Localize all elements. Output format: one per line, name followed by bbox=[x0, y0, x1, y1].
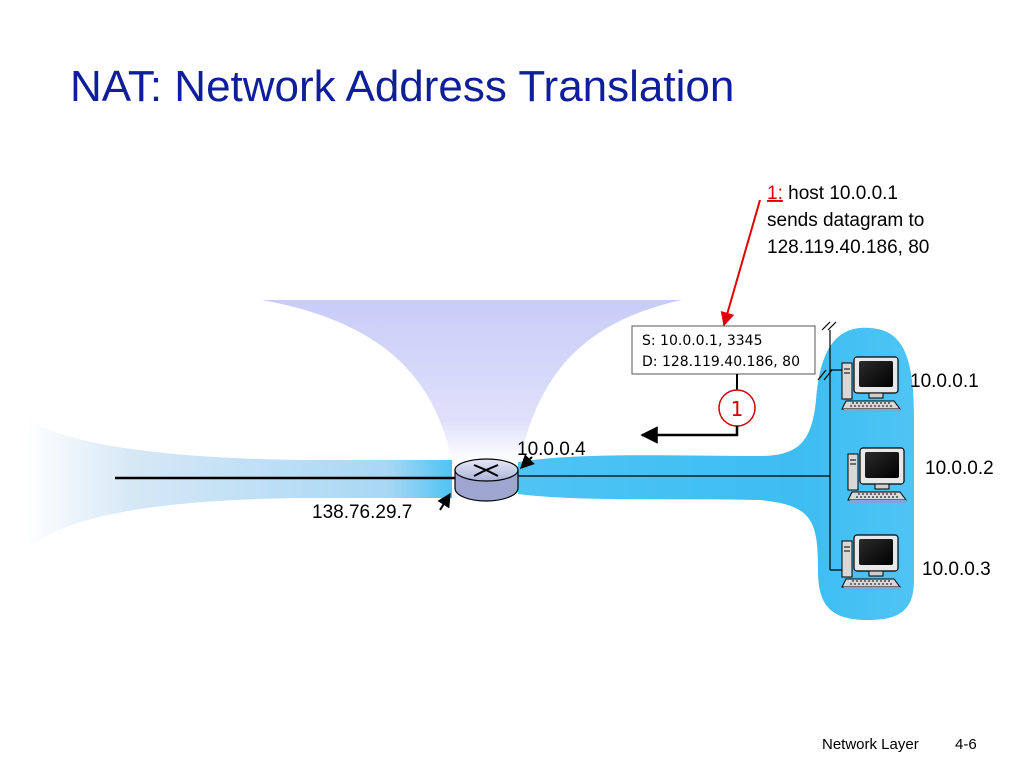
internet-funnel bbox=[262, 300, 682, 462]
slide-title: NAT: Network Address Translation bbox=[70, 62, 735, 111]
host-2-address: 10.0.0.2 bbox=[925, 458, 994, 479]
router-arrows-icon bbox=[473, 464, 499, 477]
datagram-destination: D: 128.119.40.186, 80 bbox=[642, 354, 800, 370]
step-1-number: 1 bbox=[731, 397, 744, 421]
footer-section: Network Layer bbox=[822, 736, 919, 753]
annotation-line-1: 1: host 10.0.0.1 bbox=[767, 183, 898, 204]
wan-cloud bbox=[24, 420, 452, 548]
datagram-box bbox=[631, 325, 816, 375]
wire-break-marks bbox=[817, 321, 837, 381]
annotation-arrow bbox=[720, 199, 761, 327]
nat-router bbox=[454, 458, 519, 502]
host-3-address: 10.0.0.3 bbox=[922, 559, 991, 580]
datagram-source: S: 10.0.0.1, 3345 bbox=[642, 333, 762, 349]
annotation-step-prefix: 1: bbox=[767, 183, 783, 204]
footer-page-number: 4-6 bbox=[955, 736, 977, 753]
host-1-address: 10.0.0.1 bbox=[910, 371, 979, 392]
router-lan-address: 10.0.0.4 bbox=[517, 439, 586, 460]
annotation-line-2: sends datagram to bbox=[767, 210, 924, 231]
host-computer-icon bbox=[841, 534, 901, 591]
router-wan-address: 138.76.29.7 bbox=[312, 502, 412, 523]
lan-cloud bbox=[518, 327, 914, 620]
host-computer-icon bbox=[847, 447, 907, 504]
annotation-line-3: 128.119.40.186, 80 bbox=[767, 237, 929, 258]
host-computer-icon bbox=[841, 356, 901, 413]
